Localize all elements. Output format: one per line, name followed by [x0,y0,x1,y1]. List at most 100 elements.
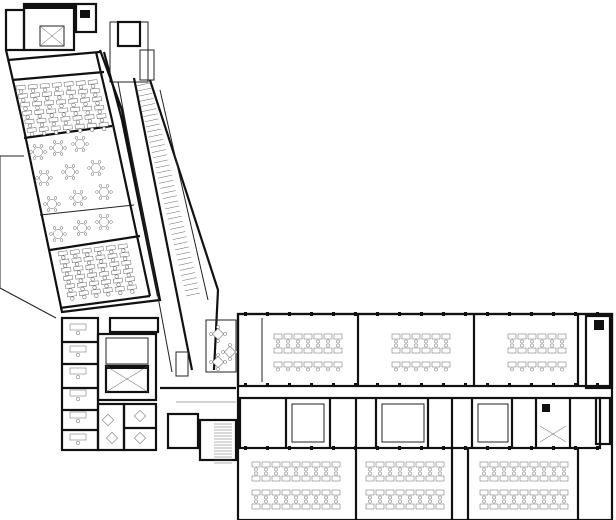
chair [414,339,418,344]
chair [254,495,258,500]
column [376,446,379,450]
chair [284,499,288,504]
chair [39,122,44,127]
desk [517,361,527,368]
desk [479,503,489,510]
chair [98,226,103,230]
chair [63,263,68,268]
desk [431,347,441,354]
south-stair-treads [214,423,232,464]
column [574,312,577,316]
chair [57,95,62,100]
chair [326,339,330,344]
chair [126,273,131,278]
chair [43,202,47,206]
desk [100,279,111,285]
workstation [62,124,73,134]
desk [76,281,87,288]
desk [109,261,120,268]
workstation [109,261,120,271]
meeting-table [99,217,109,227]
workstation [75,80,86,90]
desk [395,475,405,482]
small-table [133,431,147,445]
desk [291,503,301,510]
desk [375,475,385,482]
chair [398,495,402,500]
chair [97,160,102,164]
desk [499,461,509,468]
meeting-table [33,147,43,157]
east-wing-desks [251,333,569,510]
office-desk [69,367,87,375]
chair [97,251,102,256]
desk [251,475,261,482]
column [552,446,555,450]
desk [63,81,74,87]
chair [123,256,128,261]
desk [283,361,293,368]
workstation [48,116,59,126]
chair [45,182,50,186]
desk [509,475,519,482]
desk [124,276,135,283]
meeting-table [47,199,57,209]
workstation [26,127,37,137]
chair [45,170,50,174]
stair-tread [139,98,154,102]
column [486,446,489,450]
chair [75,396,81,402]
chair [296,343,300,348]
desk [273,361,283,368]
chair [45,96,50,101]
meeting-table [53,143,63,153]
chair [73,226,77,230]
chair [562,471,566,476]
chair [562,467,566,472]
stair-tread [164,200,179,205]
office-desk [69,433,87,441]
column [420,312,423,316]
chair [512,499,516,504]
workstation [92,96,103,106]
chair [388,471,392,476]
chair [550,339,554,344]
chair [522,495,526,500]
desk [97,262,108,269]
workstation [107,253,118,263]
column [310,312,313,316]
column [310,446,313,450]
chair [63,146,67,150]
chair [404,339,408,344]
chair [52,140,57,144]
desk [331,461,341,468]
desk [17,93,28,99]
chair [542,499,546,504]
stair-tread [179,267,194,271]
column [376,312,379,316]
column [574,383,577,387]
workstation [50,125,61,135]
desk [281,461,291,468]
chair [368,499,372,504]
desk [34,109,45,115]
chair [368,467,372,472]
lounge-table [211,355,225,369]
meeting-table [39,173,49,183]
workstation [72,115,83,125]
chair [326,343,330,348]
chair [53,196,58,200]
desk [385,503,395,510]
nw-meeting-tables [29,136,113,242]
workstation [57,250,68,260]
office-desk [69,411,87,419]
chair [47,104,52,109]
workstation [114,285,125,295]
chair [492,467,496,472]
chair [276,339,280,344]
chair [57,202,61,206]
desk [529,503,539,510]
desk [421,347,431,354]
workstation [17,93,28,103]
chair [102,275,107,280]
